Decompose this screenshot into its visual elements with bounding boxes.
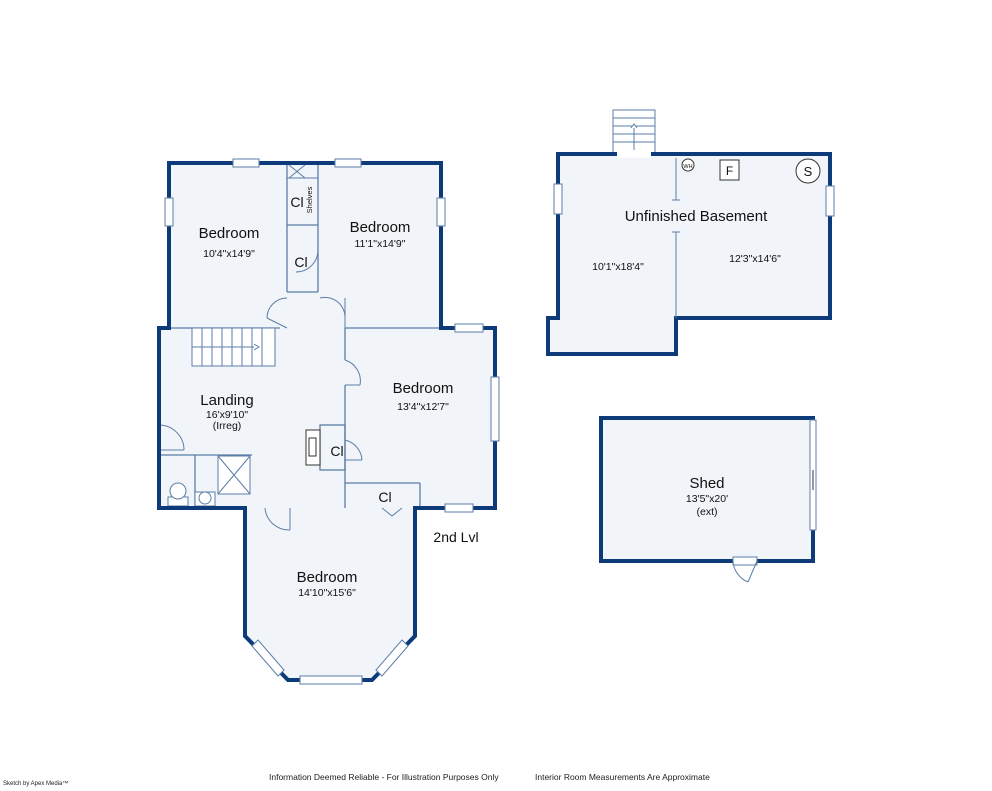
- shed-floor: [599, 416, 815, 563]
- basement-floor: [548, 154, 830, 354]
- room-dims-bedroom-mid: 13'4"x12'7": [397, 401, 449, 413]
- room-dims-basement-left: 10'1"x18'4": [592, 261, 644, 273]
- water-heater-icon: WH: [681, 158, 695, 172]
- room-name-bedroom-mid: Bedroom: [393, 380, 454, 397]
- shed: Shed 13'5"x20' (ext): [599, 416, 817, 583]
- room-dims-bedroom-tr: 11'1"x14'9": [355, 238, 406, 250]
- interior-walls: [159, 163, 441, 508]
- shelves-marker: [287, 164, 318, 179]
- shed-door: [732, 556, 758, 583]
- shelves-label: Shelves: [305, 186, 314, 213]
- footer-credit: Sketch by Apex Media™: [3, 781, 69, 787]
- basement: WH F S Unfinished Basement 10'1"x18'4" 1…: [546, 109, 835, 356]
- basement-stairs: [612, 109, 656, 155]
- room-name-shed: Shed: [689, 475, 724, 492]
- closet-label: Cl: [330, 443, 343, 459]
- svg-text:F: F: [726, 164, 733, 178]
- fireplace: [305, 429, 321, 466]
- second-level-floor: [159, 163, 495, 680]
- room-dims-landing: 16'x9'10": [206, 409, 248, 421]
- room-name-bedroom-tl: Bedroom: [199, 225, 260, 242]
- room-dims-shed: 13'5"x20': [686, 493, 728, 505]
- footer-disclaimer-left: Information Deemed Reliable - For Illust…: [269, 772, 499, 782]
- room-note-shed: (ext): [697, 506, 718, 518]
- closet-label: Cl: [294, 254, 307, 270]
- closet-label: Cl: [378, 489, 391, 505]
- footer-disclaimer-right: Interior Room Measurements Are Approxima…: [535, 772, 710, 782]
- staircase: [191, 327, 276, 367]
- floor-label: 2nd Lvl: [433, 529, 478, 545]
- bathroom-fixtures: [167, 455, 251, 507]
- room-dims-bedroom-bottom: 14'10"x15'6": [298, 587, 356, 599]
- svg-text:WH: WH: [683, 164, 692, 170]
- room-name-landing: Landing: [200, 392, 253, 409]
- windows: [164, 158, 500, 685]
- sump-icon: S: [795, 158, 821, 184]
- basement-divider: [672, 158, 680, 318]
- room-dims-basement-right: 12'3"x14'6": [729, 253, 781, 265]
- basement-windows: [553, 183, 835, 217]
- furnace-icon: F: [719, 159, 740, 181]
- doors: [158, 249, 403, 531]
- room-name-bedroom-tr: Bedroom: [350, 219, 411, 236]
- svg-text:S: S: [804, 164, 813, 179]
- room-dims-bedroom-tl: 10'4"x14'9": [203, 248, 255, 260]
- room-name-bedroom-bottom: Bedroom: [297, 569, 358, 586]
- room-note-landing: (Irreg): [213, 420, 242, 432]
- closet-label: Cl: [290, 194, 303, 210]
- room-name-basement: Unfinished Basement: [625, 208, 768, 225]
- second-level: Bedroom 10'4"x14'9" Bedroom 11'1"x14'9" …: [157, 158, 500, 685]
- shed-windows: [809, 419, 817, 531]
